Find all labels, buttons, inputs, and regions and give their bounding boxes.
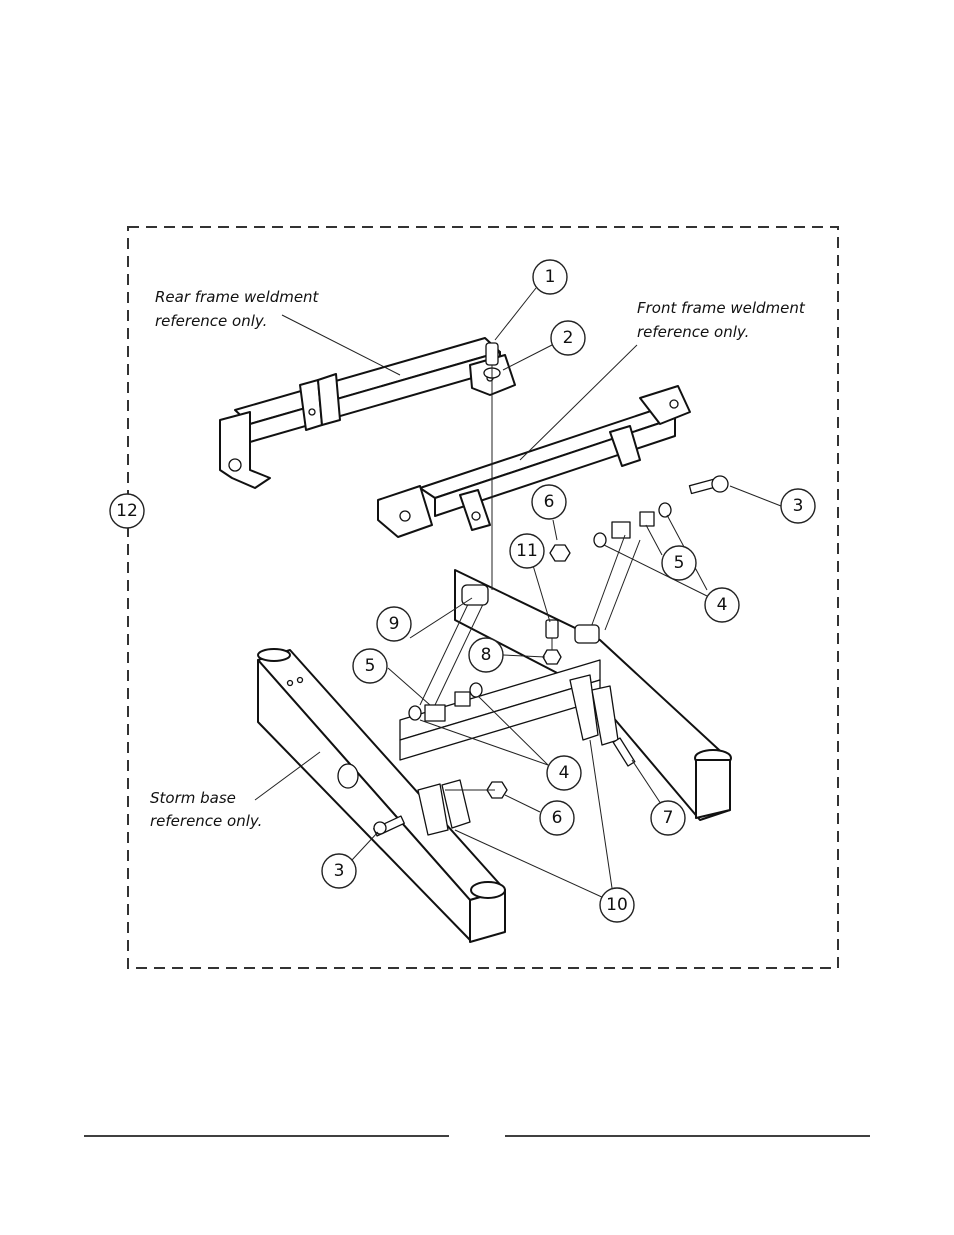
callout-number: 10 bbox=[606, 895, 628, 915]
callout-number: 8 bbox=[481, 645, 492, 665]
callout-9: 9 bbox=[376, 606, 412, 642]
callout-number: 6 bbox=[544, 492, 555, 512]
rear-frame-label-line2: reference only. bbox=[155, 312, 267, 330]
callout-11: 11 bbox=[509, 533, 545, 569]
storm-base-label-line1: Storm base bbox=[150, 789, 236, 807]
callout-5-right: 5 bbox=[661, 545, 697, 581]
callout-2: 2 bbox=[550, 320, 586, 356]
callout-3-right: 3 bbox=[780, 488, 816, 524]
front-frame-label-line1: Front frame weldment bbox=[637, 299, 806, 317]
reference-labels: Rear frame weldment reference only. Fron… bbox=[150, 288, 806, 830]
callout-number: 7 bbox=[663, 808, 674, 828]
callout-number: 11 bbox=[516, 541, 538, 561]
storm-base-label-line2: reference only. bbox=[150, 812, 262, 830]
callout-number: 5 bbox=[365, 656, 376, 676]
front-frame-label-line2: reference only. bbox=[637, 323, 749, 341]
callout-number: 9 bbox=[389, 614, 400, 634]
callout-10: 10 bbox=[599, 887, 635, 923]
callout-number: 4 bbox=[717, 595, 728, 615]
assembly-boundary bbox=[127, 226, 839, 969]
front-frame-weldment bbox=[377, 385, 691, 538]
callout-5-left: 5 bbox=[352, 648, 388, 684]
callout-leaders bbox=[351, 287, 782, 899]
callout-number: 1 bbox=[545, 267, 556, 287]
callout-12: 12 bbox=[109, 493, 145, 529]
storm-base bbox=[257, 569, 732, 943]
callout-number: 4 bbox=[559, 763, 570, 783]
callout-6-bottom: 6 bbox=[539, 800, 575, 836]
callout-number: 12 bbox=[116, 501, 138, 521]
callout-3-left: 3 bbox=[321, 853, 357, 889]
callout-number: 3 bbox=[334, 861, 345, 881]
callout-number: 2 bbox=[563, 328, 574, 348]
callout-number: 3 bbox=[793, 496, 804, 516]
callout-1: 1 bbox=[532, 259, 568, 295]
callout-8: 8 bbox=[468, 637, 504, 673]
rear-frame-label-line1: Rear frame weldment bbox=[155, 288, 320, 306]
callout-7: 7 bbox=[650, 800, 686, 836]
callout-4-left: 4 bbox=[546, 755, 582, 791]
callout-number: 6 bbox=[552, 808, 563, 828]
small-parts bbox=[373, 342, 729, 837]
callout-6-top: 6 bbox=[531, 484, 567, 520]
rear-frame-weldment bbox=[219, 337, 516, 489]
callout-4-right: 4 bbox=[704, 587, 740, 623]
callout-number: 5 bbox=[674, 553, 685, 573]
